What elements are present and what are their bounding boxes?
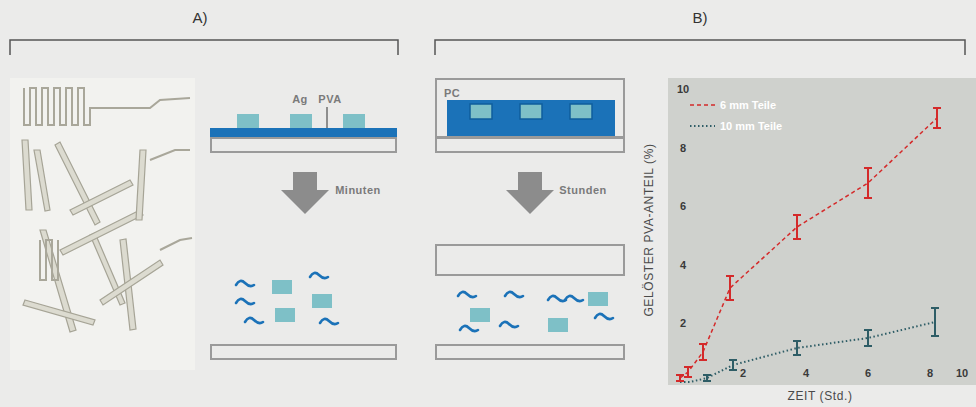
y-tick: 10 (677, 83, 689, 95)
axis-title: GELÖSTER PVA-ANTEIL (%) (643, 143, 656, 316)
schematic-b (436, 100, 624, 359)
part-name: PVA (318, 93, 341, 105)
bracket (10, 40, 965, 55)
part-name: Ag (292, 93, 308, 105)
x-tick: 10 (956, 367, 968, 379)
x-tick: 6 (865, 367, 871, 379)
y-tick: 4 (680, 259, 686, 271)
x-tick: 4 (803, 367, 809, 379)
line-chart (668, 78, 976, 385)
cover-layer: PC (435, 78, 625, 138)
y-tick: 6 (680, 200, 686, 212)
panel-label: B) (693, 10, 708, 27)
y-tick: 2 (680, 317, 686, 329)
x-tick: 8 (927, 367, 933, 379)
legend-entry: 10 mm Teile (720, 120, 782, 132)
axis-title: ZEIT (Std.) (787, 390, 852, 403)
photo (10, 78, 195, 370)
duration-label: Minuten (335, 184, 381, 196)
layer-name: PC (444, 87, 460, 99)
x-tick: 2 (740, 367, 746, 379)
legend-entry: 6 mm Teile (720, 99, 776, 111)
panel-label: A) (193, 10, 208, 27)
y-tick: 8 (680, 142, 686, 154)
schematic-a (210, 107, 397, 359)
duration-label: Stunden (559, 184, 607, 196)
